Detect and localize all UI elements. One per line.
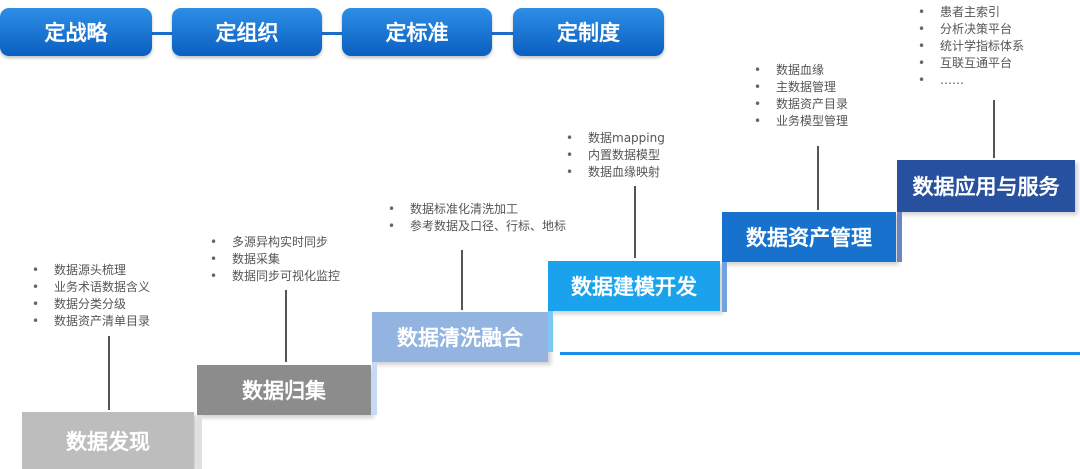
step-2-bullets: 多源异构实时同步 数据采集 数据同步可视化监控 <box>210 234 340 285</box>
step-4-bullets: 数据mapping 内置数据模型 数据血缘映射 <box>566 130 665 181</box>
step-data-asset-management: 数据资产管理 <box>722 212 896 262</box>
step-data-discovery: 数据发现 <box>22 412 194 469</box>
step-5-item: 业务模型管理 <box>754 113 848 130</box>
step-4-item: 数据mapping <box>566 130 665 147</box>
step-3-item: 参考数据及口径、行标、地标 <box>388 218 566 235</box>
step-1-item: 数据源头梳理 <box>32 262 150 279</box>
step-6-item: 分析决策平台 <box>918 21 1024 38</box>
step-1-bullets: 数据源头梳理 业务术语数据含义 数据分类分级 数据资产清单目录 <box>32 262 150 330</box>
step-6-connector <box>993 100 995 158</box>
step-5-item: 数据资产目录 <box>754 96 848 113</box>
step-3-item: 数据标准化清洗加工 <box>388 201 566 218</box>
step-3-connector <box>461 250 463 310</box>
step-6-riser <box>897 212 902 262</box>
pillar-standard: 定标准 <box>342 8 492 56</box>
step-6-item: 统计学指标体系 <box>918 38 1024 55</box>
step-1-item: 数据资产清单目录 <box>32 313 150 330</box>
step-4-connector <box>634 186 636 258</box>
pillar-system: 定制度 <box>513 8 664 56</box>
step-2-connector <box>285 290 287 362</box>
step-data-collection: 数据归集 <box>197 365 371 415</box>
step-data-cleansing: 数据清洗融合 <box>372 312 548 362</box>
step-4-item: 数据血缘映射 <box>566 164 665 181</box>
pillar-organization: 定组织 <box>172 8 322 56</box>
step-1-connector <box>108 336 110 410</box>
step-4-item: 内置数据模型 <box>566 147 665 164</box>
step-2-riser <box>197 415 202 469</box>
step-4-riser <box>548 311 553 352</box>
step-5-connector <box>817 146 819 210</box>
step-2-item: 多源异构实时同步 <box>210 234 340 251</box>
step-data-modeling: 数据建模开发 <box>548 261 720 311</box>
pillars-row: 定战略 定组织 定标准 定制度 <box>0 8 670 56</box>
step-5-item: 数据血缘 <box>754 62 848 79</box>
pillar-strategy: 定战略 <box>0 8 152 56</box>
step-5-bullets: 数据血缘 主数据管理 数据资产目录 业务模型管理 <box>754 62 848 130</box>
step-3-riser <box>372 362 377 415</box>
step-6-item: 患者主索引 <box>918 4 1024 21</box>
step-5-item: 主数据管理 <box>754 79 848 96</box>
step-6-item: …… <box>918 72 1024 89</box>
step-data-application-service: 数据应用与服务 <box>897 160 1075 212</box>
step-2-item: 数据采集 <box>210 251 340 268</box>
baseline-line <box>560 352 1080 355</box>
step-6-item: 互联互通平台 <box>918 55 1024 72</box>
step-1-item: 数据分类分级 <box>32 296 150 313</box>
step-1-item: 业务术语数据含义 <box>32 279 150 296</box>
step-3-bullets: 数据标准化清洗加工 参考数据及口径、行标、地标 <box>388 201 566 235</box>
step-6-bullets: 患者主索引 分析决策平台 统计学指标体系 互联互通平台 …… <box>918 4 1024 89</box>
step-2-item: 数据同步可视化监控 <box>210 268 340 285</box>
pillars-connector-line <box>40 32 640 35</box>
step-5-riser <box>722 262 727 312</box>
